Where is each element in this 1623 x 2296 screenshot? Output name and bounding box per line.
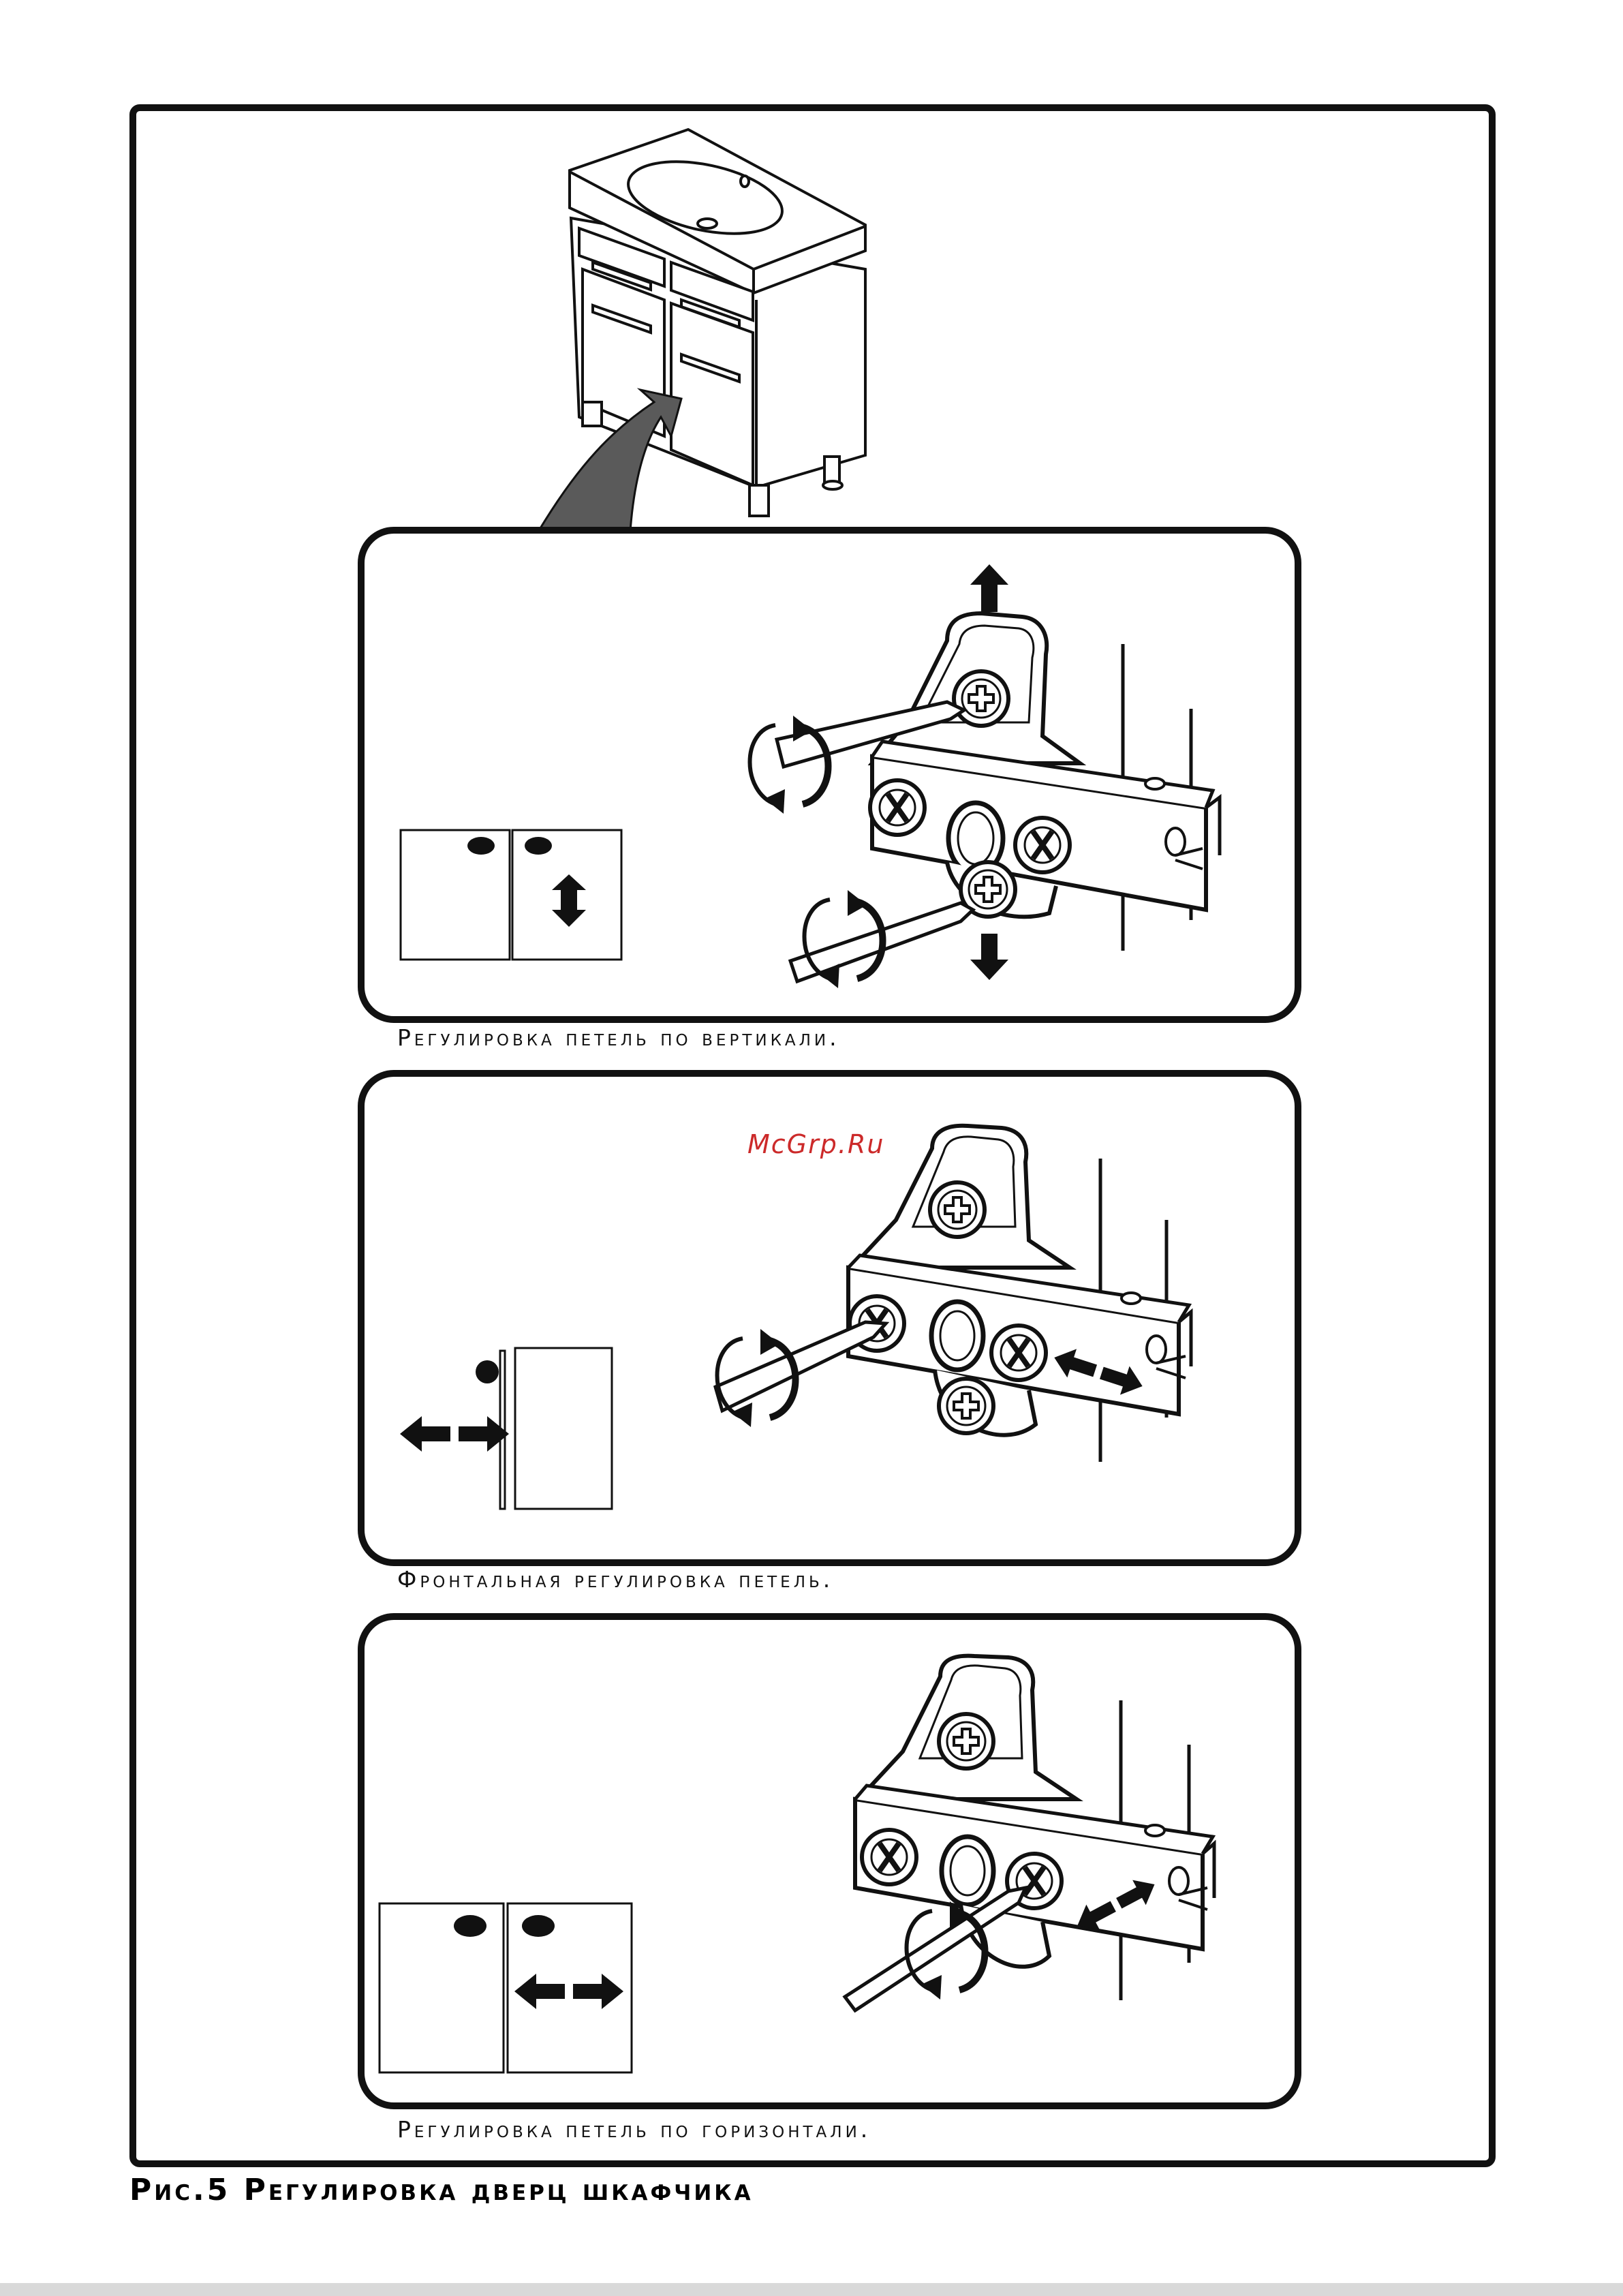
panel-vertical-adjust	[361, 530, 1298, 1020]
caption-horizontal-adjust: Регулировка петель по горизонтали.	[397, 2116, 871, 2143]
page-bottom-band	[0, 2283, 1623, 2296]
caption-frontal-adjust: Фронтальная регулировка петель.	[397, 1566, 833, 1593]
watermark: McGrp.Ru	[747, 1129, 884, 1159]
panel-horizontal-adjust	[361, 1617, 1298, 2106]
caption-vertical-adjust: Регулировка петель по вертикали.	[397, 1024, 840, 1051]
figure-title: Рис.5 Регулировка дверц шкафчика	[129, 2173, 754, 2207]
